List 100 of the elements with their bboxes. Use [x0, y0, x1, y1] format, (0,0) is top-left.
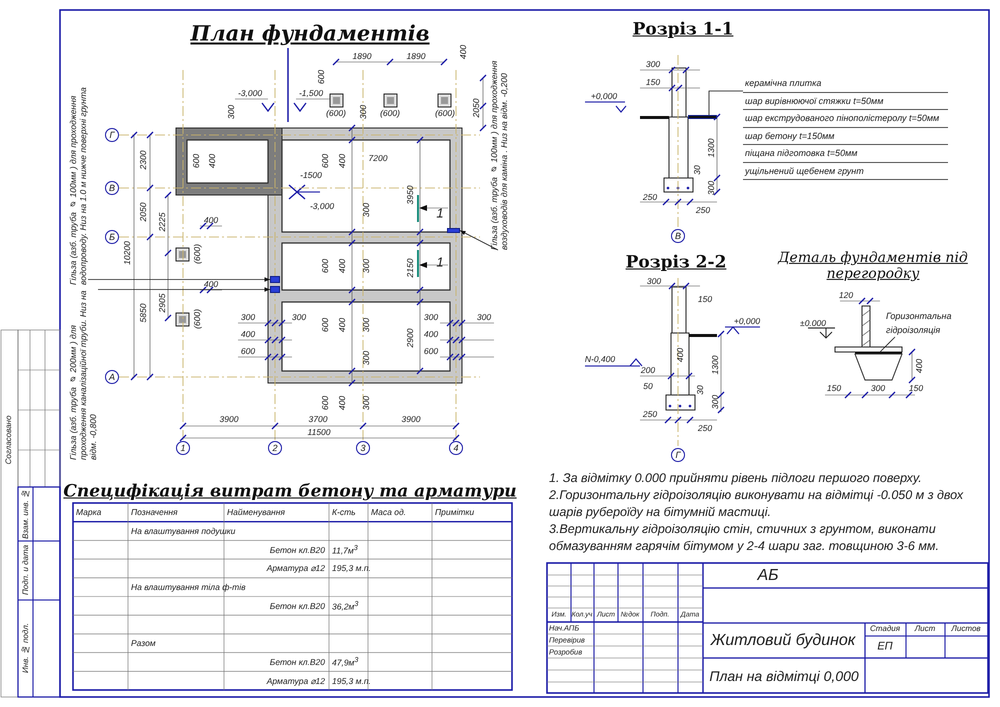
- dimension-label: 250: [642, 410, 658, 418]
- axis-bubble: Г: [105, 128, 119, 142]
- dimension-label: 1300: [706, 138, 716, 158]
- pipe-sleeve: [270, 286, 280, 293]
- dimension-label: 2900: [406, 328, 414, 348]
- table-text: 36,2м$^{3}$: [332, 600, 358, 611]
- table-text: 195,3 м.п.: [332, 676, 371, 685]
- dimension-label: 300: [424, 312, 438, 322]
- dimension-label: 5850: [138, 304, 148, 322]
- dimension-label: 300: [362, 258, 370, 274]
- section-heading: Розріз 2-2: [626, 254, 726, 272]
- leader-line: [88, 277, 270, 282]
- layer-label: піщана підготовка t=50мм: [743, 145, 948, 162]
- axis-bubble: Г: [671, 448, 685, 462]
- dimension-label: 11500: [308, 428, 330, 436]
- axis-bubble: В: [671, 229, 685, 243]
- dimension-label: (600): [435, 108, 455, 118]
- dimension-label: 300: [476, 312, 492, 322]
- dimension-label: (600): [192, 244, 202, 264]
- leader-note: Гільза (азб. труба ⌀ 100мм ) для проходження воздуховодів для каміна . Низ на відм. -0,200: [489, 58, 509, 250]
- dimension-label: 200: [640, 366, 656, 374]
- stamp-label: Взам. инв. №: [22, 489, 30, 539]
- dimension-label: +0,000: [734, 316, 760, 326]
- note-text: 1. За відмітку 0.000 прийняти рівень підлоги першого поверху.: [549, 470, 923, 487]
- dimension-label: 2300: [138, 150, 148, 170]
- layer-label: ущільнений щебенем грунт: [743, 162, 948, 180]
- dimension-label: -3,000: [238, 88, 262, 98]
- section-heading: Специфікація витрат бетону та арматури: [63, 484, 517, 500]
- layer-label: шар екструдованого пінополістеролу t=50мм: [743, 110, 948, 128]
- table-text: 47,9м$^{3}$: [332, 656, 358, 668]
- dimension-label: 150: [908, 384, 924, 392]
- dimension-label: 300: [706, 180, 716, 196]
- dimension-label: 400: [914, 358, 924, 374]
- layer-label: керамічна плитка: [743, 75, 948, 92]
- axis-bubble: 2: [268, 441, 282, 455]
- table-text: Бетон кл.В20: [270, 546, 325, 554]
- dimension-label: 150: [826, 384, 842, 392]
- dimension-label: 3700: [308, 414, 328, 424]
- dimension-label: 300: [870, 384, 886, 392]
- dimension-label: 300: [226, 104, 236, 120]
- title-block-text: Листов: [951, 625, 981, 633]
- title-block-text: Лист: [914, 625, 936, 633]
- leader-note: Гільза (азб. труба ⌀ 200мм ) для проходження каналізаційної труби. Низ на відм. -0,800: [68, 288, 98, 460]
- dimension-label: 150: [698, 294, 712, 304]
- dimension-label: 300: [362, 396, 370, 410]
- table-text: Бетон кл.В20: [270, 602, 325, 610]
- title-block-text: ЕП: [877, 642, 893, 652]
- table-text: Арматура ⌀12: [266, 564, 325, 573]
- table-text: 195,3 м.п.: [332, 564, 371, 573]
- dimension-label: 3900: [402, 414, 420, 424]
- dimension-label: 400: [208, 154, 216, 168]
- stamp-label: Инв. № подл.: [22, 623, 30, 673]
- dimension-label: N-0,400: [584, 354, 616, 364]
- stamp-label: Подп. и дата: [22, 544, 30, 596]
- dimension-label: 400: [338, 258, 346, 274]
- dimension-label: 300: [292, 312, 306, 322]
- dimension-label: (600): [380, 108, 400, 118]
- title-block-text: АБ: [757, 568, 779, 584]
- table-text: К-сть: [332, 508, 356, 517]
- dimension-label: -1500: [300, 170, 322, 180]
- table-text: Примітки: [435, 508, 474, 517]
- table-text: Марка: [76, 508, 102, 517]
- axis-bubble: А: [105, 370, 119, 384]
- pipe-sleeve: [270, 276, 280, 283]
- section-mark-label: 1: [436, 256, 444, 268]
- dimension-label: 3900: [220, 414, 238, 424]
- dimension-label: 2905: [158, 294, 166, 312]
- leader-line: [98, 287, 270, 292]
- dimension-label: 2225: [158, 212, 166, 232]
- dimension-label: -1,500: [298, 88, 324, 98]
- dimension-label: 300: [710, 394, 720, 410]
- dimension-label: 30: [696, 385, 704, 395]
- dimension-label: 600: [316, 70, 326, 84]
- table-text: Маса од.: [371, 508, 406, 517]
- leader-note: Гільза (азб. труба ⌀ 100мм ) для проходження водопроводу. Низ на 1.0 м нижче поверхні грунта: [68, 85, 88, 285]
- title-block-text: Житловий будинок: [710, 633, 856, 649]
- dimension-label: 300: [362, 202, 370, 218]
- table-text: Позначення: [131, 508, 178, 517]
- axis-bubble: 3: [356, 441, 370, 455]
- dimension-label: 300: [358, 104, 368, 120]
- dimension-label: 10200: [122, 241, 132, 265]
- dimension-label: 600: [320, 318, 330, 332]
- layer-label: шар бетону t=150мм: [743, 128, 948, 145]
- dimension-label: -3,000: [310, 202, 334, 210]
- dimension-label: 600: [320, 258, 330, 274]
- section-heading: Деталь фундаментів під перегородку: [778, 250, 968, 282]
- dimension-label: 250: [698, 424, 712, 432]
- leader-line: [708, 90, 744, 116]
- dimension-label: 1890: [352, 52, 372, 60]
- dimension-label: +0,000: [590, 92, 618, 100]
- dimension-label: 150: [646, 78, 660, 86]
- dimension-label: 400: [204, 216, 218, 224]
- axis-bubble: Б: [105, 230, 119, 244]
- table-text: Найменування: [227, 508, 285, 517]
- dimension-label: 400: [676, 348, 684, 362]
- table-text: Разом: [131, 639, 156, 648]
- dimension-label: 300: [240, 312, 256, 322]
- dimension-label: 600: [240, 346, 256, 356]
- dimension-label: 300: [362, 318, 370, 332]
- dimension-label: (600): [192, 309, 202, 329]
